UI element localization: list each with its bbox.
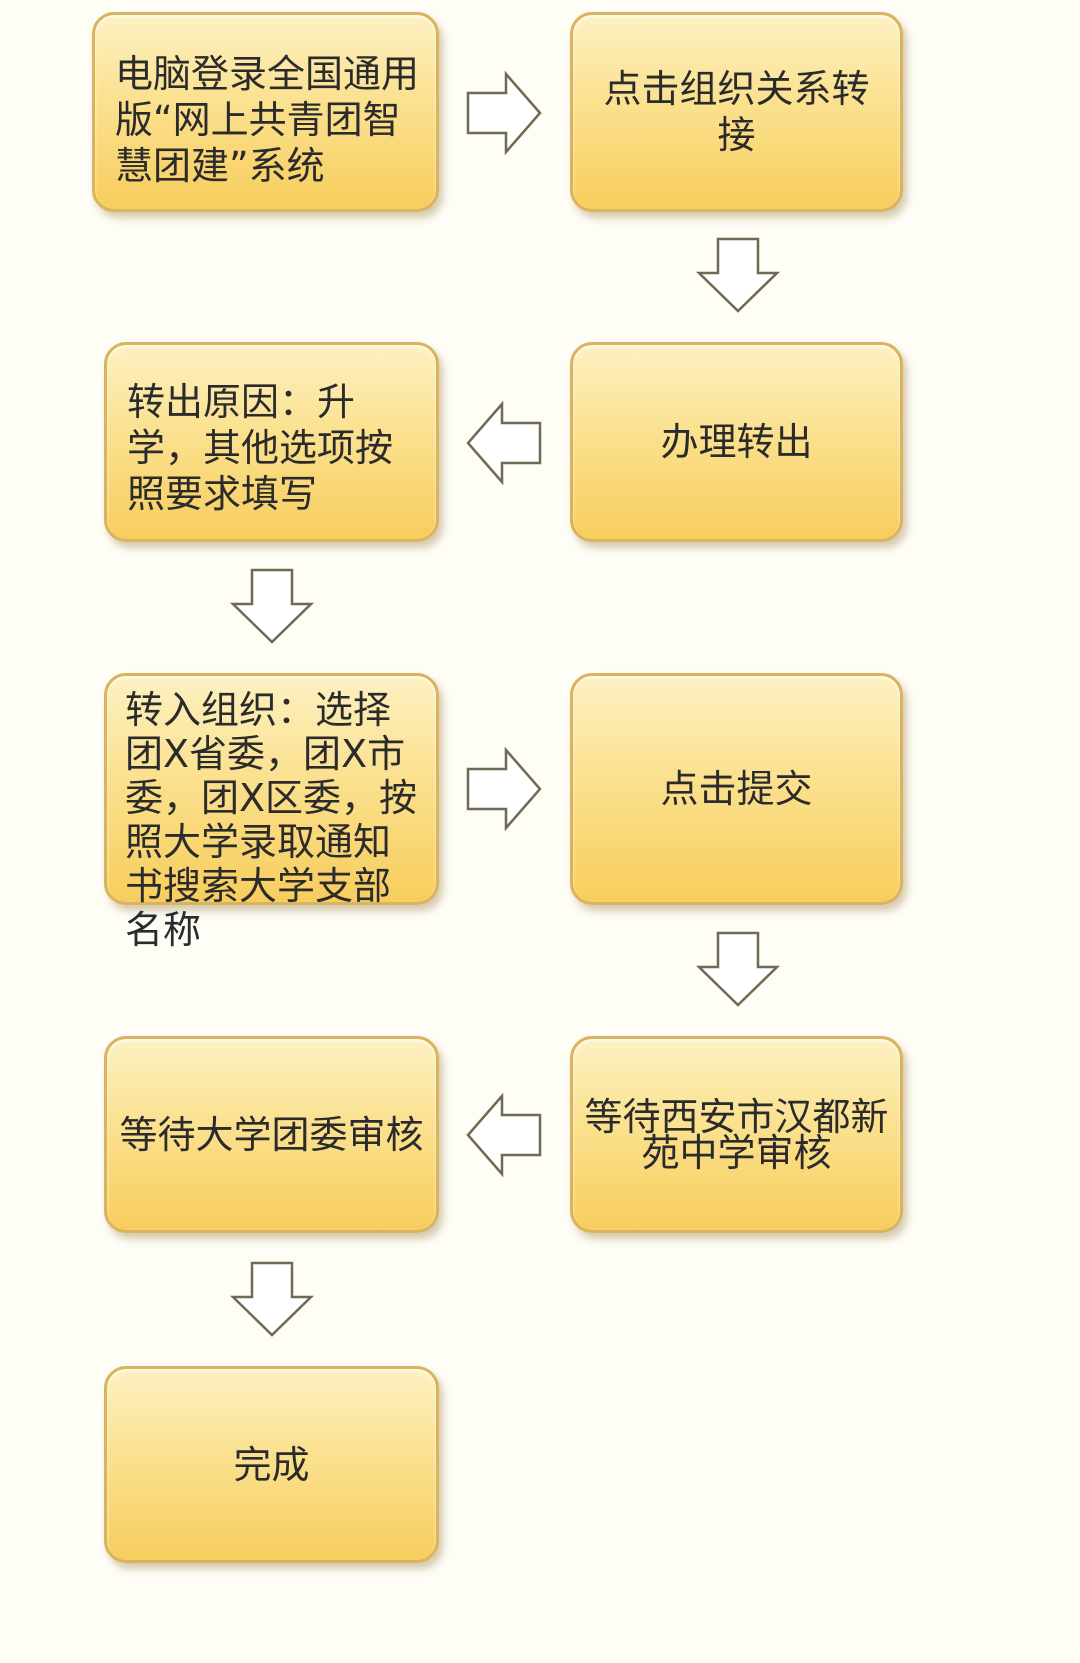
arrow-left-2	[466, 1092, 542, 1178]
step-click-transfer-box: 点击组织关系转接	[570, 12, 903, 212]
arrow-down-1	[695, 237, 781, 313]
step-login-text: 电脑登录全国通用版“网上共青团智慧团建”系统	[115, 52, 420, 188]
arrow-down-2	[229, 568, 315, 644]
step-reason-text: 转出原因：升学，其他选项按照要求填写	[127, 380, 394, 516]
step-submit-text: 点击提交	[660, 767, 813, 811]
step-reason-box: 转出原因：升学，其他选项按照要求填写	[104, 342, 439, 542]
step-login-box: 电脑登录全国通用版“网上共青团智慧团建”系统	[92, 12, 439, 212]
arrow-down-3	[695, 931, 781, 1007]
step-done-box: 完成	[104, 1366, 439, 1563]
arrow-down-4	[229, 1261, 315, 1337]
step-wait-university-text: 等待大学团委审核	[119, 1112, 424, 1157]
step-done-text: 完成	[233, 1442, 310, 1487]
step-click-transfer-text: 点击组织关系转接	[603, 67, 870, 157]
step-handle-out-text: 办理转出	[660, 420, 813, 464]
arrow-right-2	[466, 746, 542, 832]
step-handle-out-box: 办理转出	[570, 342, 903, 542]
step-target-org-box: 转入组织：选择团X省委，团X市委，团X区委，按照大学录取通知书搜索大学支部名称	[104, 673, 439, 952]
arrow-left-1	[466, 400, 542, 486]
step-target-org-text: 转入组织：选择团X省委，团X市委，团X区委，按照大学录取通知书搜索大学支部名称	[125, 688, 418, 952]
step-wait-school-box: 等待西安市汉都新苑中学审核	[570, 1036, 903, 1233]
step-wait-university-box: 等待大学团委审核	[104, 1036, 439, 1233]
step-wait-school-text: 等待西安市汉都新苑中学审核	[584, 1094, 889, 1175]
step-submit-box: 点击提交	[570, 673, 903, 905]
arrow-right-1	[466, 70, 542, 156]
